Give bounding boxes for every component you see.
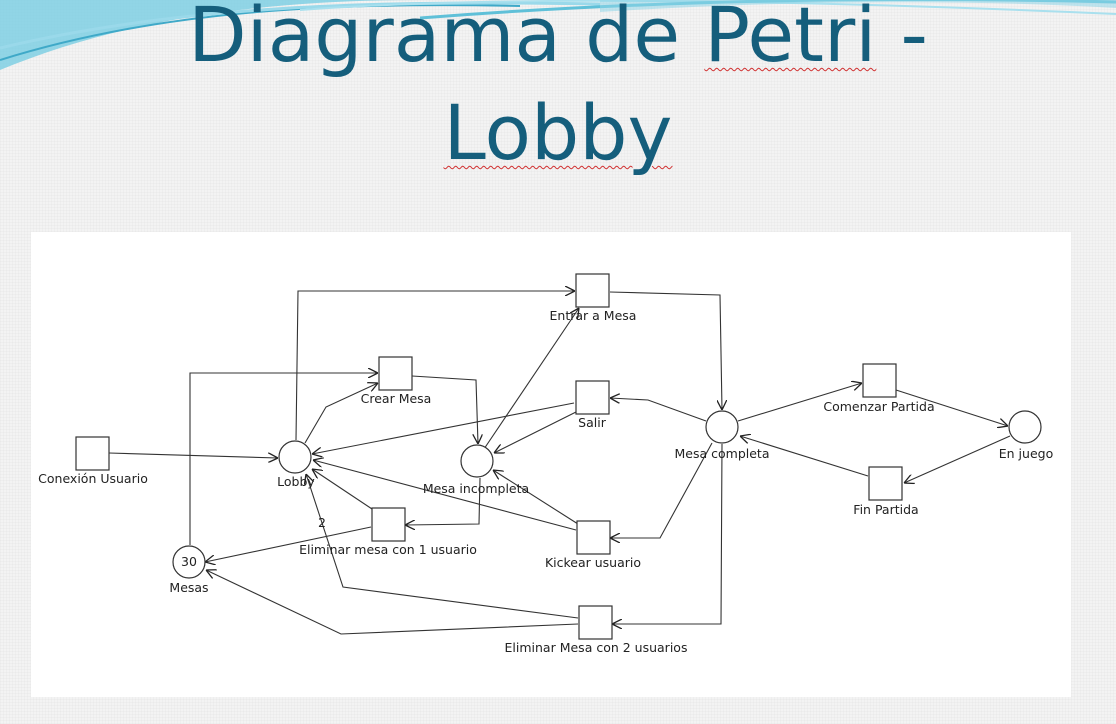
transition-eliminar-mesa-2-usuarios <box>578 605 613 640</box>
label-fin-partida: Fin Partida <box>853 502 918 517</box>
label-conexion-usuario: Conexión Usuario <box>38 471 148 486</box>
label-salir: Salir <box>578 415 607 430</box>
place-mesas <box>172 545 206 579</box>
arc-mesa-completa-to-salir <box>610 398 707 422</box>
transition-salir <box>575 380 610 415</box>
arc-kickear-to-mesa-incompleta <box>493 470 579 525</box>
arc-lobby-to-crear-mesa <box>304 383 378 444</box>
title-text-a: Diagrama de <box>188 0 705 79</box>
arc-kickear-to-lobby <box>313 460 577 531</box>
label-mesas: Mesas <box>169 580 208 595</box>
title-text-petri: Petri <box>704 0 877 79</box>
diagram-canvas <box>31 232 1071 697</box>
arc-mesa-incompleta-to-eliminar-1 <box>405 477 481 525</box>
label-mesa-completa: Mesa completa <box>675 446 770 461</box>
transition-fin-partida <box>868 466 903 501</box>
arc-eliminar2-to-lobby <box>306 474 579 619</box>
label-comenzar-partida: Comenzar Partida <box>823 399 934 414</box>
arc-eliminar2-to-mesas <box>206 570 579 635</box>
arc-mesa-completa-to-kickear <box>610 442 713 538</box>
arc-mesas-to-crear <box>189 373 378 545</box>
title-text-c: - <box>876 0 928 79</box>
arc-entrar-to-mesa-completa <box>609 291 722 410</box>
transition-comenzar-partida <box>862 363 897 398</box>
label-entrar-a-mesa: Entrar a Mesa <box>550 308 637 323</box>
title-line-2: Lobby <box>0 84 1116 182</box>
header-wave-decoration <box>0 0 1116 70</box>
label-lobby: Lobby <box>277 474 315 489</box>
transition-entrar-a-mesa <box>575 273 610 308</box>
label-crear-mesa: Crear Mesa <box>361 391 432 406</box>
arc-salir-to-mesa-incompleta <box>494 411 577 453</box>
slide-title: Diagrama de Petri - Lobby <box>0 0 1116 182</box>
label-eliminar-mesa-1-usuario: Eliminar mesa con 1 usuario <box>299 542 477 557</box>
label-mesa-incompleta: Mesa incompleta <box>423 481 529 496</box>
arc-crear-to-mesa-incompleta <box>411 375 478 444</box>
place-mesa-completa <box>705 410 739 444</box>
label-en-juego: En juego <box>999 446 1053 461</box>
transition-crear-mesa <box>378 356 413 391</box>
label-mesas-tokens: 30 <box>181 554 197 569</box>
transition-eliminar-mesa-1-usuario <box>371 507 406 542</box>
label-arc-weight-2: 2 <box>318 515 326 530</box>
arc-lobby-to-entrar-mesa <box>295 291 575 441</box>
place-en-juego <box>1008 410 1042 444</box>
arc-fin-to-mesa-completa <box>740 436 869 477</box>
title-text-lobby: Lobby <box>443 88 673 177</box>
label-eliminar-mesa-2-usuarios: Eliminar Mesa con 2 usuarios <box>505 640 688 655</box>
arc-eliminar1-to-lobby <box>312 469 373 510</box>
title-line-1: Diagrama de Petri - <box>0 0 1116 84</box>
place-lobby <box>278 440 312 474</box>
arc-comenzar-to-en-juego <box>895 389 1008 426</box>
arc-mesa-completa-to-eliminar-2 <box>612 443 723 624</box>
arc-salir-to-lobby <box>312 402 575 454</box>
arc-mesa-completa-to-comenzar <box>737 383 862 422</box>
transition-conexion-usuario <box>75 436 110 471</box>
arc-conexion-to-lobby <box>108 452 278 458</box>
transition-kickear-usuario <box>576 520 611 555</box>
arc-eliminar1-to-mesas <box>205 526 372 562</box>
arc-en-juego-to-fin <box>904 435 1011 483</box>
label-kickear-usuario: Kickear usuario <box>545 555 641 570</box>
place-mesa-incompleta <box>460 444 494 478</box>
arc-mesa-incompleta-to-entrar <box>483 308 579 450</box>
